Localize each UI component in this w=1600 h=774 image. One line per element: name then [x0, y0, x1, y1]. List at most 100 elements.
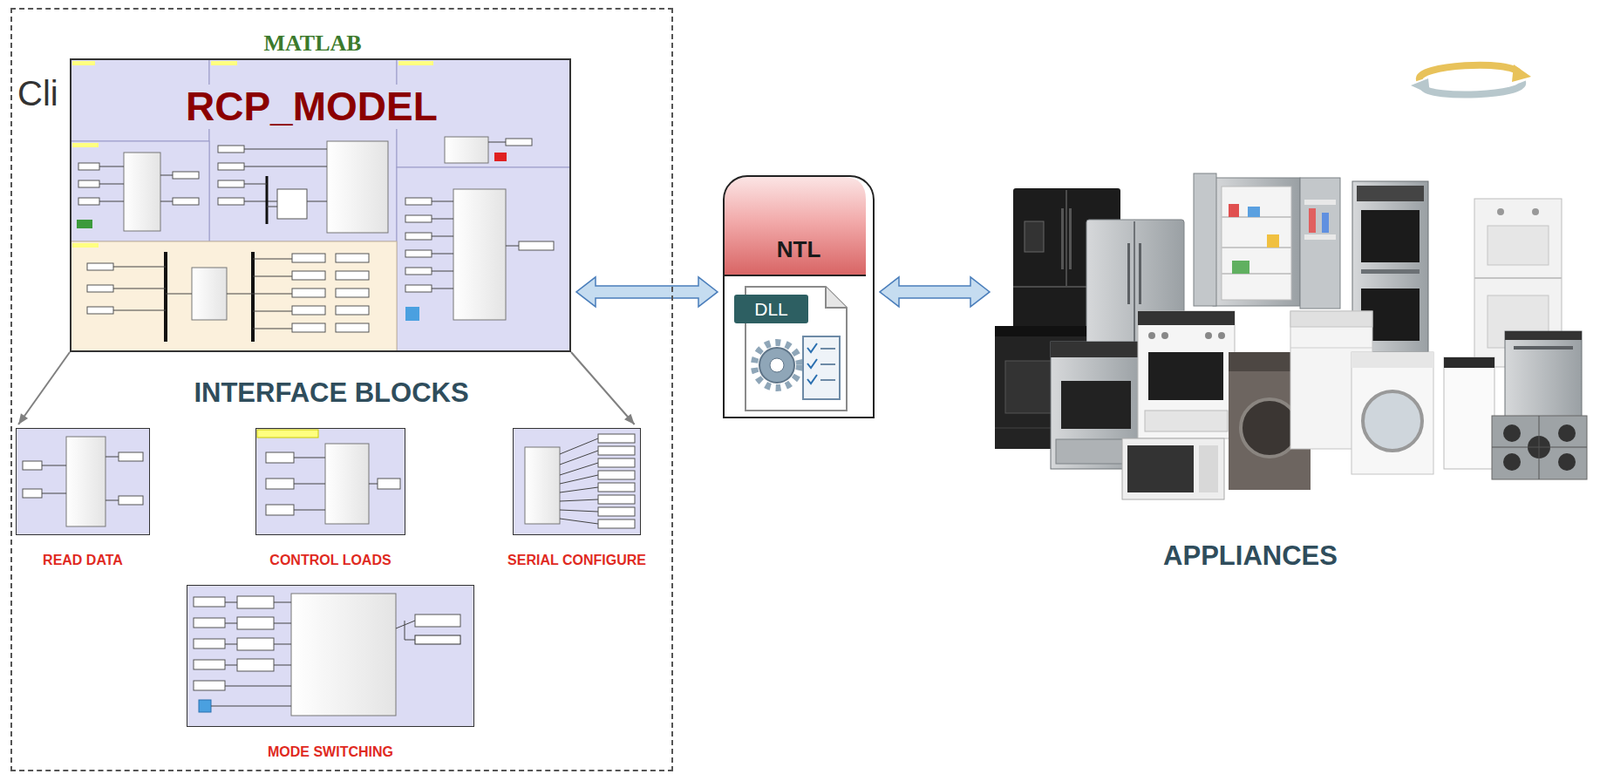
appliances-illustration [1504, 331, 1582, 341]
simulink-block-art [211, 706, 292, 708]
model-screenshot-art [87, 285, 114, 293]
simulink-block-art [559, 450, 599, 465]
model-screenshot-art [292, 323, 326, 333]
simulink-block-art [598, 470, 635, 480]
appliances-illustration [1308, 208, 1316, 233]
simulink-block-art [559, 499, 599, 502]
model-screenshot-art [70, 241, 397, 352]
simulink-block-art [291, 593, 396, 716]
double-arrow [879, 277, 990, 307]
model-screenshot-art [160, 201, 173, 203]
simulink-block-art [273, 644, 292, 646]
model-screenshot-art [292, 306, 326, 315]
appliances-illustration [1321, 212, 1329, 233]
model-screenshot-art [405, 197, 432, 205]
simulink-block-art [415, 614, 461, 627]
block-caption: MODE SWITCHING [267, 743, 394, 761]
model-screenshot-art [217, 197, 245, 205]
simulink-block-art [224, 686, 292, 688]
double-arrow [576, 277, 718, 307]
model-screenshot-art [292, 253, 326, 263]
appliances-illustration [1198, 445, 1219, 493]
model-screenshot-art [172, 197, 199, 205]
interface-block: CONTROL LOADS [255, 428, 406, 536]
dll-icon-art [820, 363, 836, 366]
simulink-block-art [404, 620, 406, 640]
simulink-block-art [224, 623, 238, 625]
model-screenshot-art [265, 176, 269, 225]
simulink-block-art [598, 507, 635, 517]
simulink-block-art [237, 638, 274, 651]
model-screenshot-art [252, 276, 293, 278]
dll-icon-art [724, 177, 866, 411]
appliances-illustration [1487, 225, 1549, 266]
appliances-illustration [1351, 352, 1434, 475]
model-screenshot-art [78, 180, 100, 188]
appliances-illustration [1266, 234, 1280, 248]
appliances-illustration [1240, 399, 1299, 457]
cycle-icon [1419, 65, 1519, 81]
dll-icon-art [803, 336, 840, 400]
model-screenshot-art [405, 267, 432, 275]
appliances-illustration [1503, 453, 1521, 471]
appliances-illustration [1361, 269, 1420, 274]
simulink-block-art [255, 428, 406, 536]
simulink-block-art [193, 660, 225, 670]
model-screenshot-art [405, 250, 432, 258]
section-heading: INTERFACE BLOCKS [193, 376, 469, 409]
appliances-illustration [1228, 204, 1240, 218]
dll-icon-art [807, 359, 818, 368]
interface-block: READ DATA [15, 428, 150, 536]
model-screenshot-art [165, 293, 192, 295]
model-screenshot-art [252, 293, 293, 295]
appliances-illustration [1127, 243, 1131, 305]
simulink-block-art [293, 483, 326, 485]
simulink-block-art [105, 500, 119, 502]
simulink-block-art [198, 700, 212, 713]
appliances-illustration [1497, 208, 1505, 216]
appliances-illustration [1050, 341, 1143, 358]
simulink-block-art [193, 597, 225, 607]
simulink-block-art [118, 496, 143, 505]
model-screenshot-art [488, 142, 506, 143]
appliances-illustration [1503, 424, 1521, 443]
simulink-block-art [193, 618, 225, 628]
simulink-block-art [105, 456, 119, 458]
model-screenshot-art [252, 311, 293, 313]
model-screenshot-art [72, 61, 96, 66]
model-screenshot-art [78, 163, 100, 171]
appliances-illustration [1218, 332, 1226, 340]
model-screenshot-art [226, 293, 253, 295]
simulink-block-art [257, 429, 319, 438]
model-screenshot-art [431, 253, 454, 255]
leader-line [571, 352, 635, 425]
simulink-block-art [193, 639, 225, 649]
appliances-illustration [1024, 221, 1044, 252]
model-screenshot-art [335, 253, 369, 263]
appliances-illustration [1193, 173, 1217, 307]
appliances-illustration [1558, 453, 1576, 471]
model-screenshot-art [72, 142, 99, 148]
appliances-illustration [1538, 415, 1540, 480]
file-tag: DLL [734, 294, 809, 324]
simulink-block-art [559, 438, 599, 455]
simulink-block-art [224, 644, 238, 646]
appliances-picture: APPLIANCES [994, 173, 1593, 505]
appliances-illustration [1300, 177, 1341, 309]
appliances-illustration [1161, 332, 1169, 340]
appliances-illustration [1065, 190, 1068, 287]
model-screenshot-art [217, 180, 245, 188]
appliances-illustration [1127, 445, 1194, 493]
block-caption: SERIAL CONFIGURE [507, 551, 647, 569]
appliances-illustration [1304, 234, 1336, 240]
appliances-illustration [994, 326, 1087, 337]
dll-icon-art [769, 358, 784, 373]
model-screenshot-art [113, 310, 166, 312]
simulink-block-art [415, 635, 461, 645]
simulink-block-art [598, 483, 635, 492]
partial-heading: Cli [17, 74, 59, 113]
simulink-block-art [325, 443, 369, 525]
model-screenshot-art [431, 201, 454, 203]
simulink-block-art [512, 428, 641, 536]
